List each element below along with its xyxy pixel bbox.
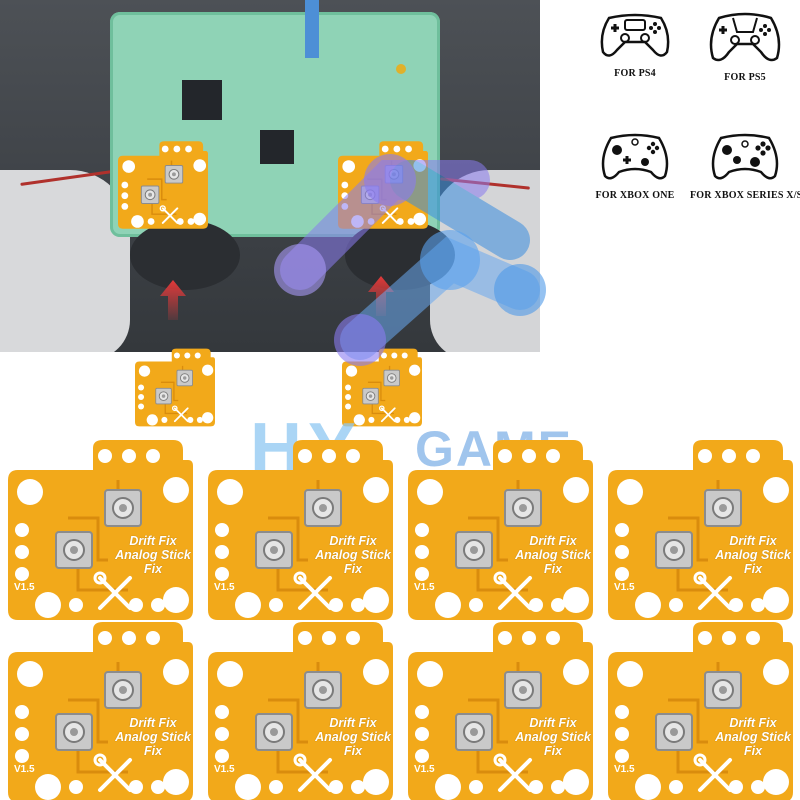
compat-label: FOR PS4	[614, 68, 656, 79]
mini-drift-board	[118, 140, 208, 230]
compat-label: FOR PS5	[724, 72, 766, 83]
drift-fix-board: Drift Fix Analog Stick Fix V1.5	[6, 620, 195, 800]
compatibility-grid: FOR PS4 FOR PS5 FOR XBOX ONE	[580, 10, 800, 230]
board-line2: Analog Stick	[715, 548, 791, 562]
board-graphic	[206, 620, 395, 800]
drift-fix-board: Drift Fix Analog Stick Fix V1.5	[406, 620, 595, 800]
up-arrow-icon	[368, 276, 394, 316]
board-graphic	[6, 620, 195, 800]
board-line3: Fix	[343, 744, 363, 758]
board-label: Drift Fix Analog Stick Fix	[308, 716, 398, 758]
board-version: V1.5	[414, 582, 435, 593]
ribbon-cable	[305, 0, 319, 58]
up-arrow-icon	[160, 280, 186, 320]
board-line3: Fix	[343, 562, 363, 576]
board-label: Drift Fix Analog Stick Fix	[708, 534, 798, 576]
board-line2: Analog Stick	[515, 730, 591, 744]
board-line2: Analog Stick	[315, 548, 391, 562]
board-line2: Analog Stick	[515, 548, 591, 562]
mini-drift-board	[135, 347, 215, 428]
xbox-series-controller-icon	[711, 133, 779, 180]
compat-ps5: FOR PS5	[690, 10, 800, 110]
drift-fix-board: Drift Fix Analog Stick Fix V1.5	[6, 438, 195, 622]
board-line2: Analog Stick	[115, 548, 191, 562]
controller-shell-left	[0, 170, 130, 352]
board-graphic	[6, 438, 195, 622]
board-version: V1.5	[614, 764, 635, 775]
board-line2: Analog Stick	[315, 730, 391, 744]
board-graphic	[406, 438, 595, 622]
compat-label: FOR XBOX ONE	[595, 190, 675, 201]
board-label: Drift Fix Analog Stick Fix	[708, 716, 798, 758]
board-line1: Drift Fix	[129, 716, 177, 730]
board-version: V1.5	[14, 582, 35, 593]
board-line1: Drift Fix	[729, 716, 777, 730]
board-version: V1.5	[14, 764, 35, 775]
chip	[260, 130, 294, 164]
board-graphic	[206, 438, 395, 622]
compat-label: FOR XBOX SERIES X/S	[690, 190, 800, 201]
drift-fix-board: Drift Fix Analog Stick Fix V1.5	[606, 620, 795, 800]
chip	[182, 80, 222, 120]
drift-fix-board: Drift Fix Analog Stick Fix V1.5	[206, 438, 395, 622]
right-stick-base	[345, 220, 455, 290]
left-stick-base	[130, 220, 240, 290]
board-graphic	[606, 620, 795, 800]
drift-fix-board: Drift Fix Analog Stick Fix V1.5	[406, 438, 595, 622]
drift-fix-board: Drift Fix Analog Stick Fix V1.5	[606, 438, 795, 622]
board-line1: Drift Fix	[129, 534, 177, 548]
board-line1: Drift Fix	[329, 534, 377, 548]
board-label: Drift Fix Analog Stick Fix	[108, 716, 198, 758]
board-version: V1.5	[214, 764, 235, 775]
capacitor	[396, 64, 406, 74]
board-graphic	[406, 620, 595, 800]
board-line1: Drift Fix	[529, 534, 577, 548]
board-line3: Fix	[543, 562, 563, 576]
board-line1: Drift Fix	[329, 716, 377, 730]
drift-fix-board: Drift Fix Analog Stick Fix V1.5	[206, 620, 395, 800]
mini-drift-board	[338, 140, 428, 230]
board-line1: Drift Fix	[529, 716, 577, 730]
board-line2: Analog Stick	[115, 730, 191, 744]
board-label: Drift Fix Analog Stick Fix	[108, 534, 198, 576]
board-label: Drift Fix Analog Stick Fix	[508, 534, 598, 576]
board-line3: Fix	[743, 562, 763, 576]
controller-photo	[0, 0, 540, 352]
board-version: V1.5	[614, 582, 635, 593]
board-graphic	[606, 438, 795, 622]
board-line3: Fix	[543, 744, 563, 758]
board-label: Drift Fix Analog Stick Fix	[308, 534, 398, 576]
board-label: Drift Fix Analog Stick Fix	[508, 716, 598, 758]
board-line3: Fix	[743, 744, 763, 758]
board-line1: Drift Fix	[729, 534, 777, 548]
compat-ps4: FOR PS4	[580, 10, 690, 110]
board-line3: Fix	[143, 562, 163, 576]
drift-fix-board-grid: Drift Fix Analog Stick Fix V1.5 Drift Fi…	[6, 438, 798, 800]
board-line3: Fix	[143, 744, 163, 758]
ps5-controller-icon	[709, 12, 781, 62]
board-line2: Analog Stick	[715, 730, 791, 744]
compat-xbox-one: FOR XBOX ONE	[580, 128, 690, 228]
ps4-controller-icon	[600, 13, 670, 57]
compat-xbox-series: FOR XBOX SERIES X/S	[690, 128, 800, 228]
mini-drift-board	[342, 347, 422, 428]
xbox-one-controller-icon	[601, 133, 669, 180]
board-version: V1.5	[414, 764, 435, 775]
board-version: V1.5	[214, 582, 235, 593]
